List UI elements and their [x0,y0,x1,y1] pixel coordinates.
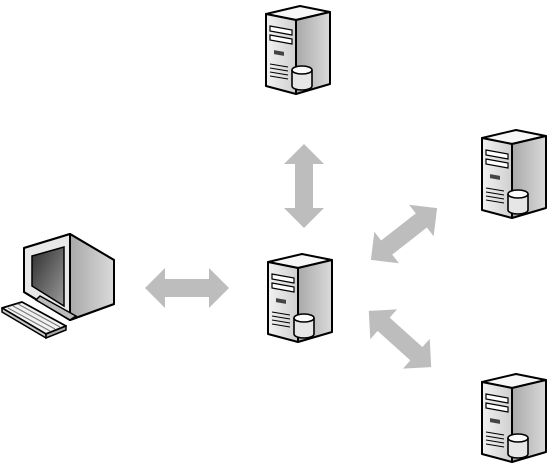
server-icon [482,130,546,218]
desktop-computer-icon [2,234,114,338]
server-icon [482,374,546,462]
double-arrow-icon [355,296,444,382]
server-icon [268,254,332,342]
double-arrow-icon [359,192,450,275]
double-arrow-icon [145,268,229,308]
double-arrow-icon [284,144,324,228]
server-icon [266,6,330,94]
